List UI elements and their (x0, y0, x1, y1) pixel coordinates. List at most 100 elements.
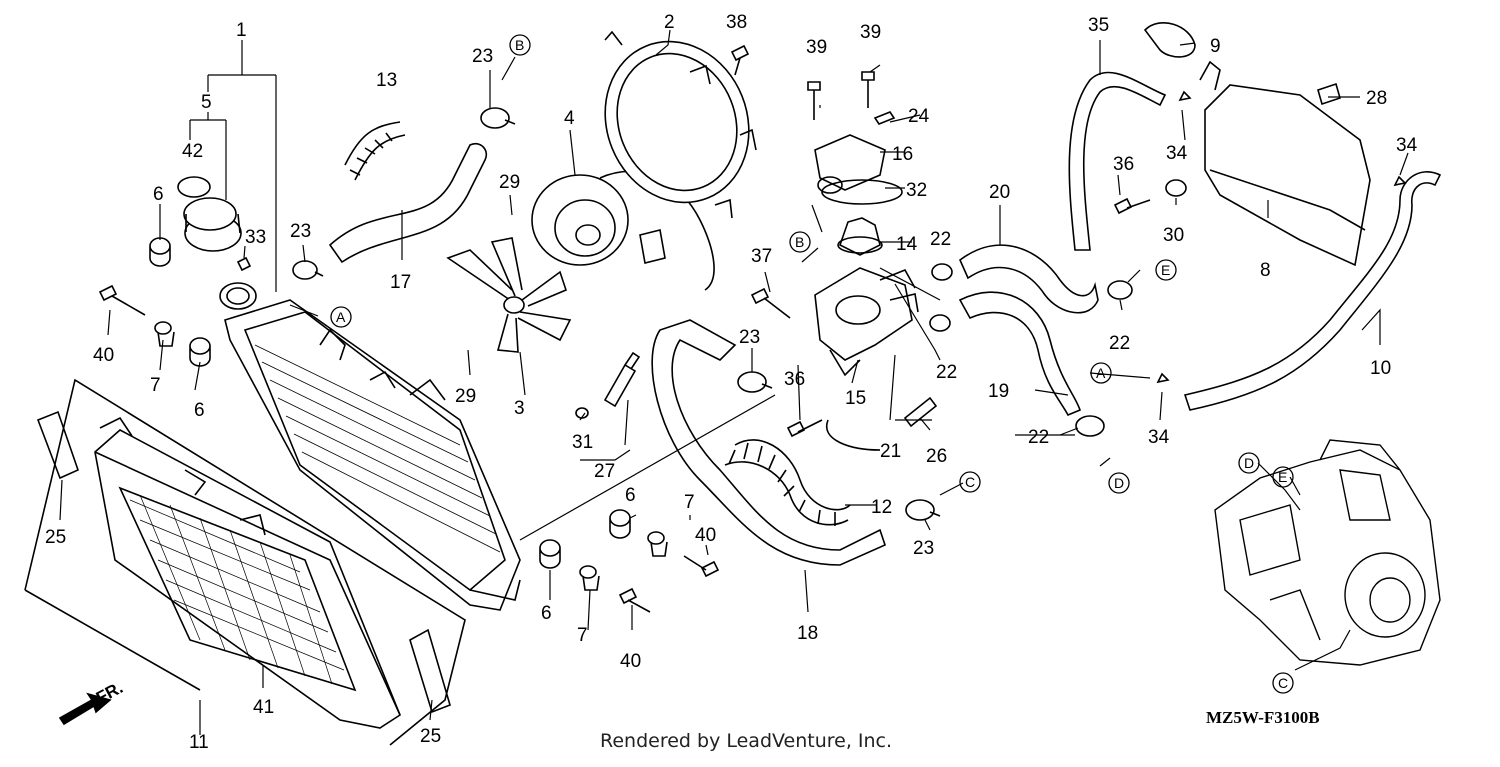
part-label: 30 (1163, 225, 1184, 246)
part-label: 22 (936, 362, 957, 383)
part-label: 29 (455, 386, 476, 407)
part-label: 42 (182, 141, 203, 162)
part-label: 13 (376, 70, 397, 91)
part-label: 25 (420, 726, 441, 747)
part-label: 21 (880, 441, 901, 462)
fan-motor (531, 170, 715, 291)
part-label: 9 (1210, 36, 1221, 57)
front-arrow (58, 692, 112, 726)
ref-circle-E-middle (1155, 259, 1177, 281)
ref-letter: E (1161, 262, 1170, 278)
part-label: 38 (726, 12, 747, 33)
part-label: 6 (194, 400, 205, 421)
thermostat-housing (814, 267, 919, 377)
thermostat-parts (814, 111, 903, 256)
part-label: 16 (892, 144, 913, 165)
fan-shroud (604, 30, 757, 219)
part-label: 34 (1396, 135, 1418, 156)
pad-25-left (36, 410, 79, 480)
temp-sensor (903, 396, 938, 428)
part-label: 33 (245, 227, 266, 248)
part-label: 1 (236, 20, 247, 41)
clamps-22 (929, 263, 1133, 437)
ref-letter: B (795, 234, 804, 250)
fan-switch (575, 351, 641, 419)
leader-lines (59, 29, 1409, 735)
clips-34 (1156, 90, 1407, 384)
part-label: 36 (1113, 154, 1134, 175)
radiator (219, 282, 521, 611)
ref-circle-A-right (1090, 362, 1112, 384)
part-label: 39 (860, 22, 881, 43)
ref-letter: B (515, 37, 524, 53)
part-label: 19 (988, 381, 1009, 402)
part-label: 28 (1366, 88, 1387, 109)
part-label: 7 (577, 625, 588, 646)
part-label: 23 (913, 538, 934, 559)
ref-letter: C (1278, 675, 1288, 691)
part-label: 41 (253, 697, 274, 718)
cap-9 (1143, 21, 1196, 58)
ref-letter: A (336, 309, 346, 325)
part-label: 40 (695, 525, 716, 546)
clip-28 (1317, 82, 1341, 106)
part-label: 6 (541, 603, 552, 624)
part-label: 12 (871, 497, 892, 518)
ref-letter: A (1096, 365, 1106, 381)
ref-circle-C-middle (959, 471, 981, 493)
part-label: 26 (926, 446, 947, 467)
part-label: 4 (564, 108, 575, 129)
part-label: 14 (896, 234, 918, 255)
part-label: 32 (906, 180, 927, 201)
part-label: 23 (739, 327, 760, 348)
ref-circle-A-left (330, 306, 352, 328)
part-label: 40 (620, 651, 641, 672)
hose-10 (1183, 171, 1442, 411)
bolts (730, 44, 1151, 438)
ref-circle-D-middle (1108, 472, 1130, 494)
ref-circle-B-top (509, 34, 531, 56)
ref-circle-B-lower (789, 231, 811, 253)
part-label: 11 (189, 732, 209, 753)
radiator-grille-assembly (94, 416, 401, 729)
part-label: 5 (201, 92, 212, 113)
part-label: 35 (1088, 15, 1109, 36)
pad-25-right (409, 628, 451, 714)
part-label: 7 (684, 492, 695, 513)
diagram-drawing (24, 21, 1442, 746)
part-label: 34 (1148, 427, 1170, 448)
part-label: 15 (845, 388, 866, 409)
diagram-code: MZ5W-F3100B (1206, 708, 1320, 727)
wire-21 (825, 419, 881, 451)
part-label: 24 (908, 106, 930, 127)
part-label: 6 (153, 184, 164, 205)
hose-13 (344, 121, 406, 181)
part-label: 23 (472, 46, 493, 67)
part-label: 3 (514, 398, 525, 419)
part-label: 22 (930, 229, 951, 250)
part-label: 29 (499, 172, 520, 193)
part-label: 36 (784, 369, 805, 390)
part-label: 27 (594, 461, 615, 482)
part-label: 39 (806, 37, 827, 58)
part-numbers: 1 2 3 4 5 6 6 6 6 7 7 7 8 9 10 11 12 13 … (45, 12, 1418, 753)
part-label: 10 (1370, 358, 1391, 379)
reference-markers (330, 34, 1294, 694)
ref-circle-E-engine (1272, 466, 1294, 488)
part-label: 6 (625, 485, 636, 506)
ref-letter: E (1278, 469, 1287, 485)
grille-mesh (129, 494, 345, 685)
engine-illustration (1214, 439, 1441, 666)
part-label: 34 (1166, 143, 1188, 164)
cooling-fan (446, 237, 572, 353)
leader-11-frame (24, 378, 466, 746)
part-label: 20 (989, 182, 1010, 203)
part-label: 31 (572, 432, 593, 453)
ref-letter: D (1114, 475, 1124, 491)
ref-letter: C (965, 474, 975, 490)
hose-35 (1068, 71, 1167, 251)
part-label: 17 (390, 272, 411, 293)
radiator-cap (177, 176, 242, 252)
